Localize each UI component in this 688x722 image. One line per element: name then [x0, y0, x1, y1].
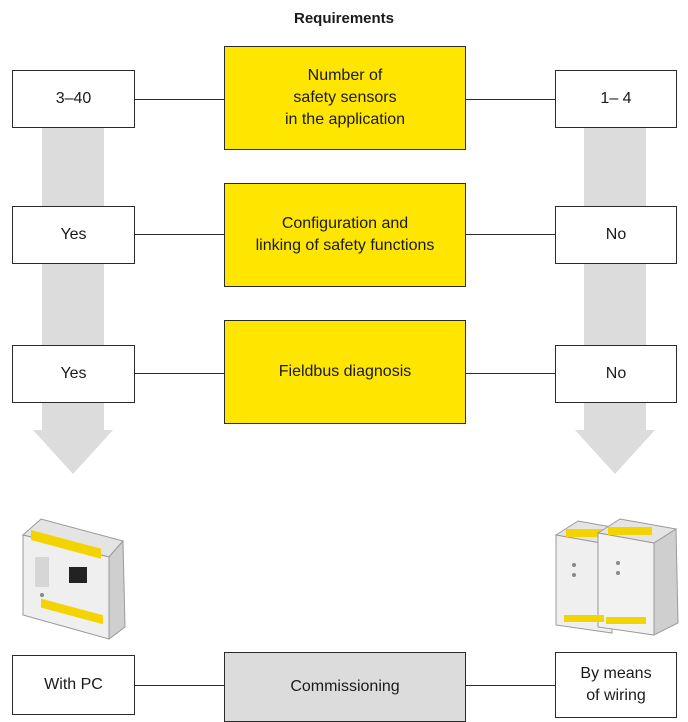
right-value-box: 1– 4: [555, 70, 677, 128]
connector-line: [466, 373, 555, 374]
left-flow-arrow-head: [33, 430, 113, 474]
left-value-box: 3–40: [12, 70, 135, 128]
connector-line: [135, 373, 224, 374]
left-method-box: With PC: [12, 655, 135, 715]
connector-line: [135, 234, 224, 235]
requirement-box: Fieldbus diagnosis: [224, 320, 466, 424]
right-value-box: No: [555, 345, 677, 403]
diagram-title: Requirements: [293, 10, 395, 27]
safety-controller-device-image: [21, 518, 126, 640]
right-method-box: By means of wiring: [555, 652, 677, 718]
connector-line: [135, 99, 224, 100]
requirement-box: Configuration and linking of safety func…: [224, 183, 466, 287]
connector-line: [466, 685, 555, 686]
commissioning-box: Commissioning: [224, 652, 466, 722]
connector-line: [466, 234, 555, 235]
requirement-box: Number of safety sensors in the applicat…: [224, 46, 466, 150]
connector-line: [135, 685, 224, 686]
right-flow-arrow-head: [575, 430, 655, 474]
right-value-box: No: [555, 206, 677, 264]
left-value-box: Yes: [12, 345, 135, 403]
safety-relay-devices-image: [554, 518, 679, 636]
left-value-box: Yes: [12, 206, 135, 264]
connector-line: [466, 99, 555, 100]
